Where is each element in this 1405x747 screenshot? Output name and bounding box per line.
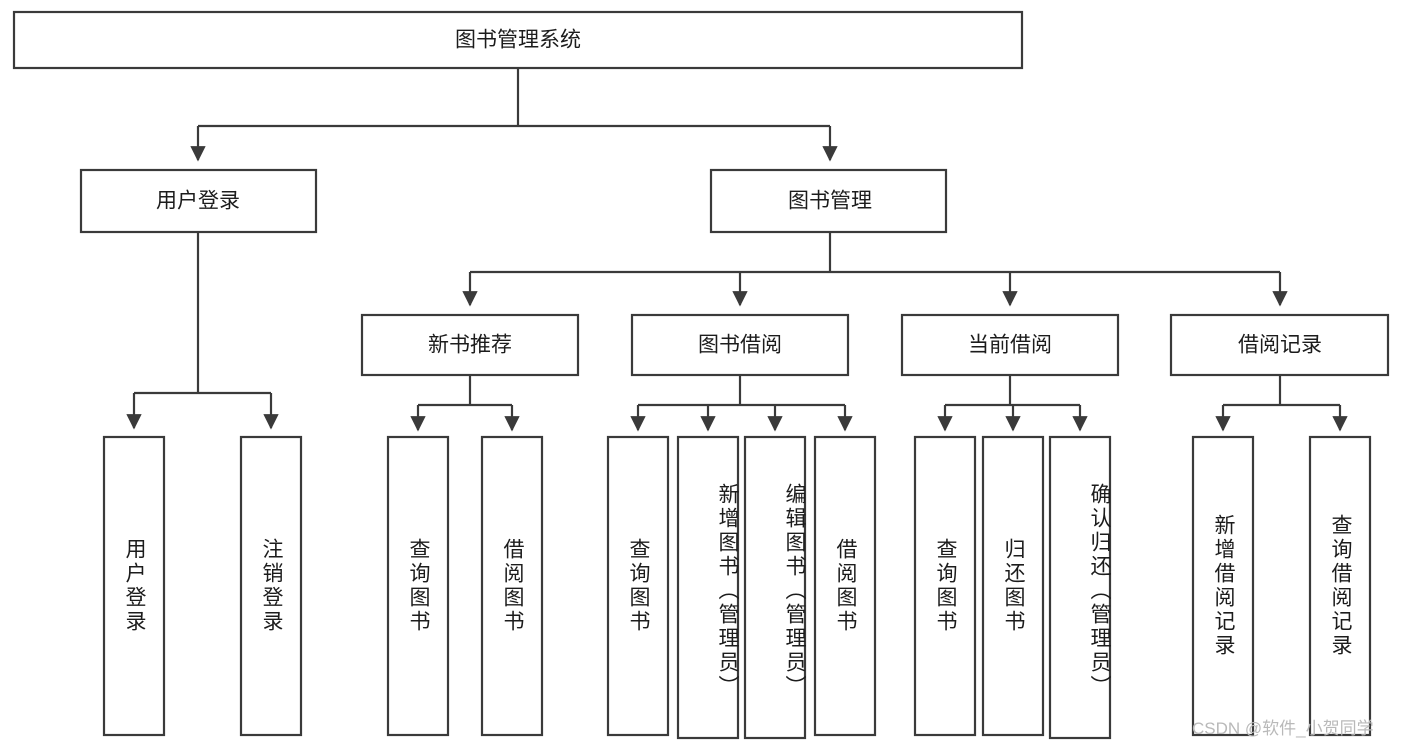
leaf-box-user-login-2[interactable] [239, 435, 303, 737]
node-book-borrow-label: 图书借阅 [698, 334, 782, 357]
node-root-label: 图书管理系统 [455, 29, 581, 52]
leaf-box-new-book-2[interactable] [480, 435, 544, 737]
leaf-box-borrow-4[interactable] [813, 435, 877, 737]
node-borrow-record-box[interactable] [1169, 313, 1390, 377]
node-current-borrow-label: 当前借阅 [968, 334, 1052, 357]
node-root[interactable]: 图书管理系统 [12, 10, 1024, 70]
node-user-login[interactable]: 用户登录 [79, 168, 318, 234]
node-book-management-box[interactable] [709, 168, 948, 234]
leaf-box-user-login-1[interactable] [102, 435, 166, 737]
node-new-book-recommend[interactable]: 新书推荐 [360, 313, 580, 377]
node-new-book-recommend-box[interactable] [360, 313, 580, 377]
leaf-box-current-1[interactable] [913, 435, 977, 737]
leaf-box-record-2[interactable] [1308, 435, 1372, 737]
node-current-borrow-box[interactable] [900, 313, 1120, 377]
node-borrow-record-label: 借阅记录 [1238, 334, 1322, 357]
csdn-watermark: CSDN @软件_小贺同学 [1192, 719, 1374, 738]
node-book-management[interactable]: 图书管理 [709, 168, 948, 234]
node-root-box[interactable] [12, 10, 1024, 70]
leaf-box-borrow-3[interactable] [743, 435, 807, 740]
connector-layer [126, 68, 1348, 432]
node-current-borrow[interactable]: 当前借阅 [900, 313, 1120, 377]
leaf-box-record-1[interactable] [1191, 435, 1255, 737]
leaf-box-new-book-1[interactable] [386, 435, 450, 737]
leaf-box-layer [102, 435, 1372, 740]
node-new-book-recommend-label: 新书推荐 [428, 334, 512, 357]
node-book-management-label: 图书管理 [788, 190, 872, 213]
leaf-box-current-3[interactable] [1048, 435, 1112, 740]
node-borrow-record[interactable]: 借阅记录 [1169, 313, 1390, 377]
node-user-login-label: 用户登录 [156, 190, 240, 213]
node-user-login-box[interactable] [79, 168, 318, 234]
leaf-box-borrow-2[interactable] [676, 435, 740, 740]
leaf-box-current-2[interactable] [981, 435, 1045, 737]
leaf-box-borrow-1[interactable] [606, 435, 670, 737]
node-book-borrow-box[interactable] [630, 313, 850, 377]
node-book-borrow[interactable]: 图书借阅 [630, 313, 850, 377]
